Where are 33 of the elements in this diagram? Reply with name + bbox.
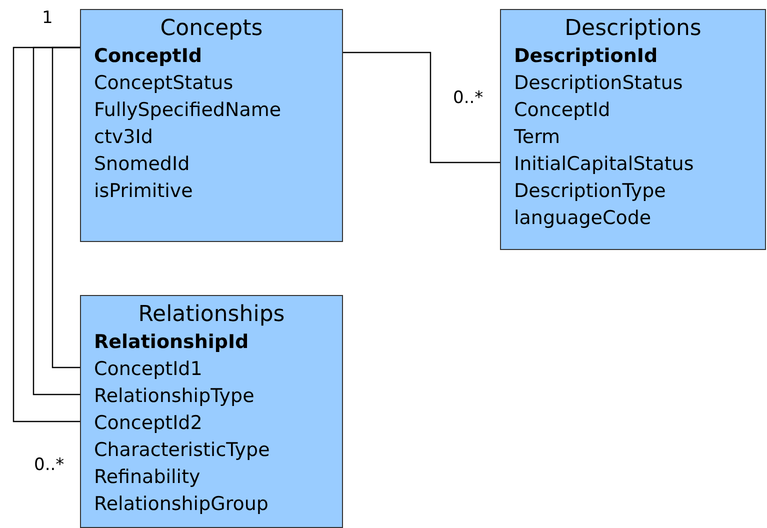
- field-name: isPrimitive: [94, 179, 193, 204]
- table-title: Concepts: [160, 15, 263, 43]
- field-name: ctv3Id: [94, 125, 153, 150]
- field-name: DescriptionStatus: [514, 71, 683, 96]
- field-name: Term: [514, 125, 560, 150]
- field-name: FullySpecifiedName: [94, 98, 282, 123]
- table-box: [80, 295, 343, 528]
- field-name: ConceptId2: [94, 411, 202, 436]
- multiplicity-label: 0..*: [453, 88, 484, 108]
- multiplicity-label: 1: [42, 8, 53, 28]
- field-name: SnomedId: [94, 152, 190, 177]
- field-name: CharacteristicType: [94, 438, 270, 463]
- table-title: Descriptions: [564, 15, 702, 43]
- table-box: [500, 9, 766, 250]
- table-box: [80, 9, 343, 242]
- primary-key-field: RelationshipId: [94, 329, 249, 356]
- field-name: ConceptId: [514, 98, 610, 123]
- primary-key-field: DescriptionId: [514, 43, 658, 70]
- field-name: RelationshipGroup: [94, 492, 268, 517]
- field-name: Refinability: [94, 465, 200, 490]
- multiplicity-label: 0..*: [34, 455, 64, 475]
- field-name: DescriptionType: [514, 179, 666, 204]
- field-name: InitialCapitalStatus: [514, 152, 694, 177]
- field-name: ConceptId1: [94, 357, 202, 382]
- connector-line: [343, 52, 500, 164]
- connector-line: [32, 46, 80, 396]
- field-name: languageCode: [514, 206, 652, 231]
- table-title: Relationships: [138, 301, 285, 329]
- primary-key-field: ConceptId: [94, 43, 202, 70]
- field-name: RelationshipType: [94, 384, 254, 409]
- field-name: ConceptStatus: [94, 71, 234, 96]
- connector-line: [52, 46, 80, 368]
- connector-line: [12, 46, 80, 422]
